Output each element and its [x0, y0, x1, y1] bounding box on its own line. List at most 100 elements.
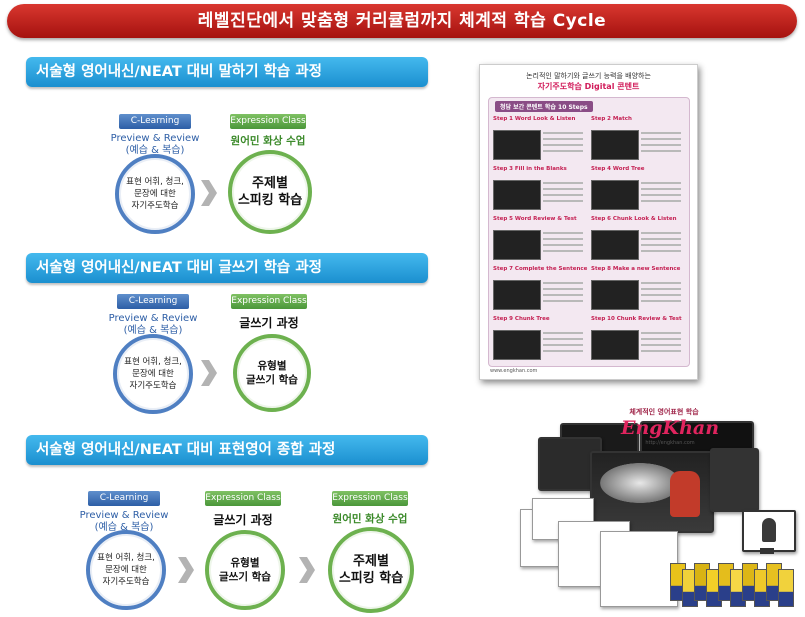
- page-title: 레벨진단에서 맞춤형 커리큘럼까지 체계적 학습 Cycle: [197, 11, 607, 31]
- expression-class-tag: Expression Class: [332, 491, 408, 506]
- step-text-line: [543, 232, 583, 234]
- expression-class-circle: 유형별 글쓰기 학습: [205, 530, 285, 610]
- engkhan-logo: EngKhan: [620, 417, 720, 439]
- step-text-line: [641, 238, 681, 240]
- step-text-line: [641, 132, 681, 134]
- c-learning-tag: C-Learning: [117, 294, 189, 309]
- step-text-line: [543, 182, 583, 184]
- side-screen: [710, 448, 759, 512]
- brochure-step-title: Step 8 Make a new Sentence: [591, 266, 681, 272]
- step-text-line: [543, 288, 583, 290]
- brochure-step: Step 7 Complete the Sentence: [493, 266, 587, 313]
- brochure-step-title: Step 6 Chunk Look & Listen: [591, 216, 677, 222]
- step-text-line: [641, 250, 681, 252]
- expression-class-circle: 주제별 스피킹 학습: [228, 150, 312, 234]
- step-text-line: [543, 338, 583, 340]
- expression-class-tag: Expression Class: [231, 294, 307, 309]
- expression-class-subtitle: 원어민 화상 수업: [332, 513, 408, 525]
- section-3-header: 서술형 영어내신/NEAT 대비 표현영어 종합 과정: [26, 435, 428, 465]
- step-screenshot: [493, 330, 541, 360]
- brochure-step-title: Step 7 Complete the Sentence: [493, 266, 588, 272]
- brochure-subheadline: 자기주도학습 Digital 콘텐트: [537, 82, 640, 91]
- step-screenshot: [591, 330, 639, 360]
- main-screen: [590, 451, 714, 533]
- brochure-footer: www.engkhan.com: [490, 368, 538, 374]
- expression-class-circle: 주제별 스피킹 학습: [328, 527, 414, 613]
- brochure-step: Step 8 Make a new Sentence: [591, 266, 685, 313]
- step-text-line: [543, 300, 583, 302]
- lesson-screenshot: [600, 531, 678, 607]
- step-text-line: [543, 332, 583, 334]
- c-learning-subtitle: Preview & Review (예습 & 복습): [79, 510, 169, 533]
- step-screenshot: [591, 130, 639, 160]
- step-text-line: [543, 294, 583, 296]
- step-text-line: [641, 194, 681, 196]
- step-text-line: [543, 144, 583, 146]
- chevron-right-icon: [178, 557, 194, 583]
- c-learning-subtitle: Preview & Review (예습 & 복습): [108, 313, 198, 336]
- section-3-title: 서술형 영어내신/NEAT 대비 표현영어 종합 과정: [36, 442, 336, 458]
- product-tagline: 체계적인 영어표현 학습: [629, 408, 699, 416]
- brochure-step: Step 10 Chunk Review & Test: [591, 316, 685, 363]
- brochure-step-title: Step 4 Word Tree: [591, 166, 645, 172]
- expression-class-tag: Expression Class: [230, 114, 306, 129]
- step-text-line: [641, 232, 681, 234]
- step-screenshot: [591, 180, 639, 210]
- step-text-line: [543, 244, 583, 246]
- step-text-line: [543, 150, 583, 152]
- step-text-line: [641, 288, 681, 290]
- step-text-line: [641, 300, 681, 302]
- section-1-title: 서술형 영어내신/NEAT 대비 말하기 학습 과정: [36, 64, 323, 80]
- step-text-line: [641, 144, 681, 146]
- step-screenshot: [493, 130, 541, 160]
- brochure-step-title: Step 2 Match: [591, 116, 632, 122]
- brochure-step: Step 3 Fill in the Blanks: [493, 166, 587, 213]
- c-learning-tag: C-Learning: [88, 491, 160, 506]
- step-screenshot: [493, 180, 541, 210]
- brochure-step-title: Step 1 Word Look & Listen: [493, 116, 576, 122]
- expression-class-subtitle: 글쓰기 과정: [213, 513, 273, 527]
- section-2-title: 서술형 영어내신/NEAT 대비 글쓰기 학습 과정: [36, 260, 323, 276]
- step-text-line: [641, 182, 681, 184]
- textbook: [778, 569, 794, 607]
- step-text-line: [641, 350, 681, 352]
- c-learning-tag: C-Learning: [119, 114, 191, 129]
- expression-class-subtitle: 글쓰기 과정: [239, 316, 299, 330]
- brochure-step-title: Step 3 Fill in the Blanks: [493, 166, 567, 172]
- brochure-step-title: Step 9 Chunk Tree: [493, 316, 550, 322]
- brochure-step-title: Step 5 Word Review & Test: [493, 216, 577, 222]
- step-screenshot: [591, 230, 639, 260]
- step-text-line: [543, 282, 583, 284]
- chevron-right-icon: [299, 557, 315, 583]
- step-text-line: [543, 350, 583, 352]
- step-text-line: [641, 282, 681, 284]
- brochure-step: Step 5 Word Review & Test: [493, 216, 587, 263]
- chevron-right-icon: [201, 360, 217, 386]
- product-collage: 체계적인 영어표현 학습 EngKhan http://engkhan.com: [520, 403, 800, 613]
- c-learning-subtitle: Preview & Review (예습 & 복습): [110, 133, 200, 156]
- c-learning-circle: 표현 어휘, 청크, 문장에 대한 자기주도학습: [113, 334, 193, 414]
- brochure-step: Step 2 Match: [591, 116, 685, 163]
- step-screenshot: [493, 230, 541, 260]
- step-text-line: [543, 200, 583, 202]
- title-banner: 레벨진단에서 맞춤형 커리큘럼까지 체계적 학습 Cycle: [7, 4, 797, 38]
- step-text-line: [641, 138, 681, 140]
- c-learning-circle: 표현 어휘, 청크, 문장에 대한 자기주도학습: [115, 154, 195, 234]
- expression-class-tag: Expression Class: [205, 491, 281, 506]
- step-text-line: [543, 344, 583, 346]
- expression-class-subtitle: 원어민 화상 수업: [230, 135, 306, 147]
- step-text-line: [641, 244, 681, 246]
- section-2-header: 서술형 영어내신/NEAT 대비 글쓰기 학습 과정: [26, 253, 428, 283]
- expression-class-circle: 유형별 글쓰기 학습: [233, 334, 311, 412]
- c-learning-circle: 표현 어휘, 청크, 문장에 대한 자기주도학습: [86, 530, 166, 610]
- step-text-line: [543, 194, 583, 196]
- brochure-step: Step 1 Word Look & Listen: [493, 116, 587, 163]
- section-1-header: 서술형 영어내신/NEAT 대비 말하기 학습 과정: [26, 57, 428, 87]
- brochure-step-title: Step 10 Chunk Review & Test: [591, 316, 682, 322]
- step-screenshot: [591, 280, 639, 310]
- brochure-step: Step 4 Word Tree: [591, 166, 685, 213]
- step-text-line: [543, 132, 583, 134]
- brochure-step: Step 9 Chunk Tree: [493, 316, 587, 363]
- brochure-steps-panel: 청담 보간 콘텐트 학습 10 Steps Step 1 Word Look &…: [488, 97, 690, 367]
- step-text-line: [641, 332, 681, 334]
